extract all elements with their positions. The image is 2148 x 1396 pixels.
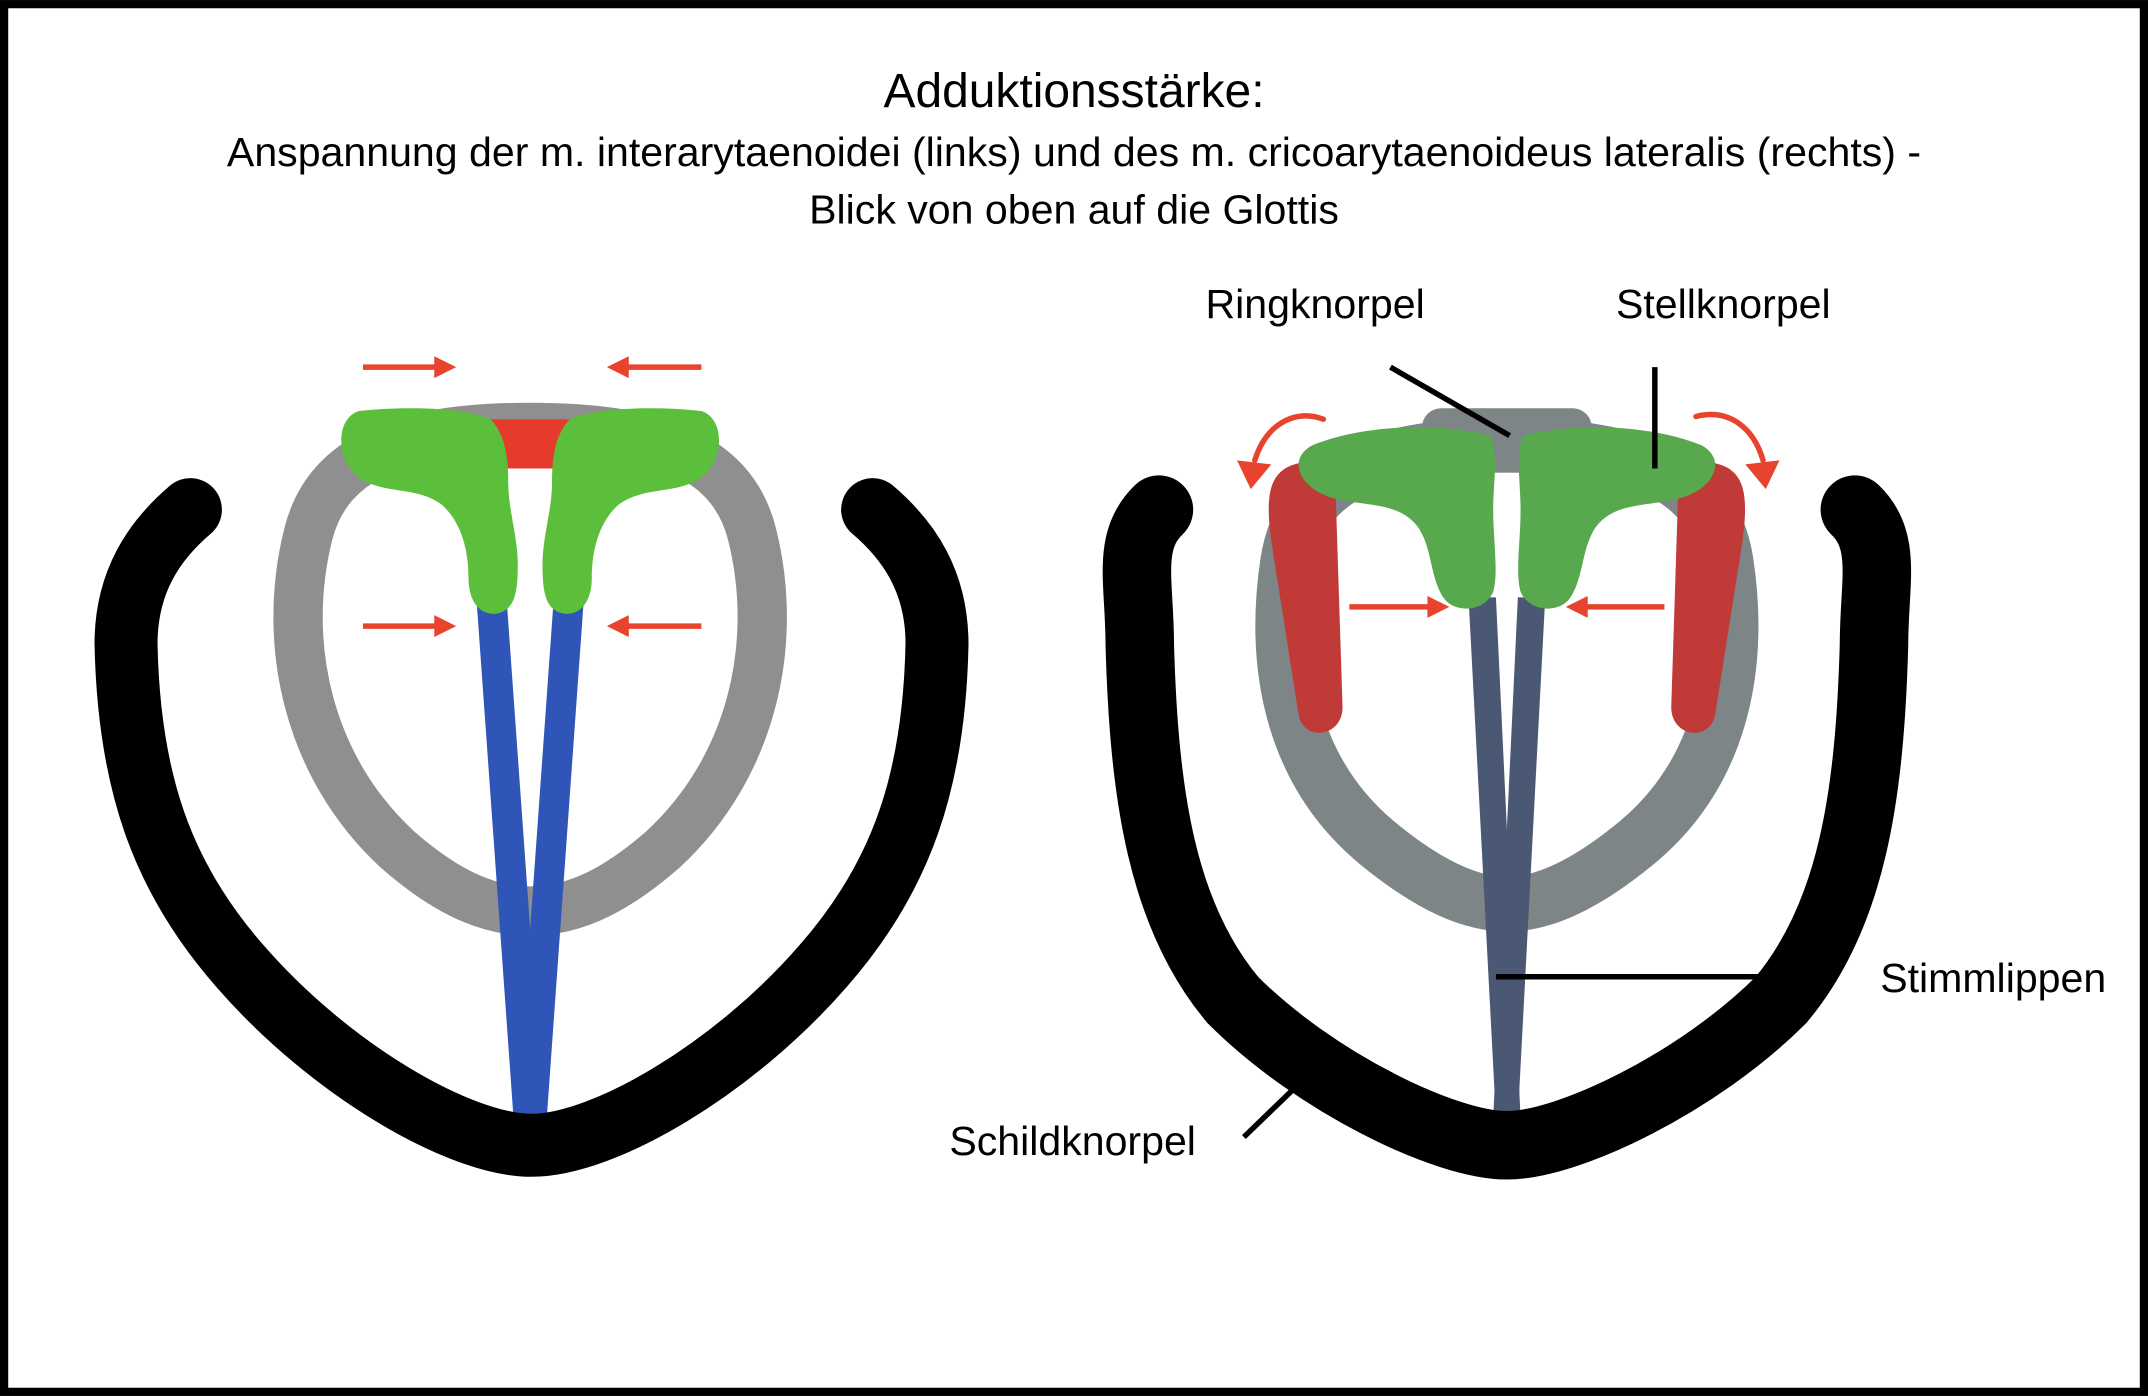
vocal-fold-right-side <box>516 602 584 1121</box>
arytenoid-cartilages-left <box>341 408 720 614</box>
adduction-arrows-right <box>1349 595 1665 618</box>
arrow-right-icon <box>363 356 457 379</box>
thyroid-cartilage-left <box>94 478 969 1177</box>
label-stellknorpel: Stellknorpel <box>1616 281 1831 327</box>
arrow-left-icon <box>606 615 702 638</box>
vocal-folds-right <box>1468 597 1546 1118</box>
arrow-right-icon <box>363 615 457 638</box>
label-stimmlippen: Stimmlippen <box>1880 955 2106 1001</box>
label-ringknorpel: Ringknorpel <box>1205 281 1424 327</box>
arrow-head-down-icon <box>1237 460 1272 490</box>
leader-line-schildknorpel <box>1241 1055 1328 1140</box>
cricoarytenoid-muscles <box>1268 462 1746 733</box>
arytenoid-cartilage-left-side <box>1298 427 1496 609</box>
rotation-arrow-left <box>1237 413 1327 490</box>
arrow-left-icon <box>1565 595 1665 618</box>
curved-arrow-shaft-icon <box>1693 411 1766 464</box>
cricoid-ring-left <box>273 402 787 936</box>
arrow-left-icon <box>606 356 702 379</box>
subtitle-line-2: Blick von oben auf die Glottis <box>809 186 1339 232</box>
rotation-arrow-right <box>1693 411 1780 490</box>
right-panel-cricoarytenoid <box>1102 408 1912 1180</box>
structure-labels: Ringknorpel Stellknorpel Stimmlippen Sch… <box>949 281 2106 1164</box>
arrow-right-icon <box>1349 595 1450 618</box>
arytenoid-cartilage-right-side <box>1518 427 1716 609</box>
thyroid-cartilage-right <box>1102 475 1912 1180</box>
diagram-title: Adduktionsstärke: <box>883 65 1264 118</box>
vocal-fold-right-side <box>1493 597 1546 1118</box>
cricoarytenoid-muscle-left-side <box>1268 462 1343 733</box>
left-panel-interarytenoid <box>94 356 969 1177</box>
arytenoid-cartilage-right-side <box>542 408 720 614</box>
arytenoid-cartilage-left-side <box>341 408 518 614</box>
label-schildknorpel: Schildknorpel <box>949 1118 1196 1164</box>
arytenoid-cartilages-right <box>1298 427 1716 609</box>
arrow-head-down-icon <box>1745 460 1780 490</box>
cricoarytenoid-muscle-right-side <box>1671 462 1746 733</box>
curved-arrow-shaft-icon <box>1252 413 1327 464</box>
vocal-folds-left <box>476 602 584 1121</box>
adduction-arrows-left <box>363 356 702 638</box>
leader-line-ringknorpel <box>1389 364 1511 439</box>
interarytenoid-muscle <box>487 419 573 469</box>
subtitle-line-1: Anspannung der m. interarytaenoidei (lin… <box>227 129 1921 175</box>
